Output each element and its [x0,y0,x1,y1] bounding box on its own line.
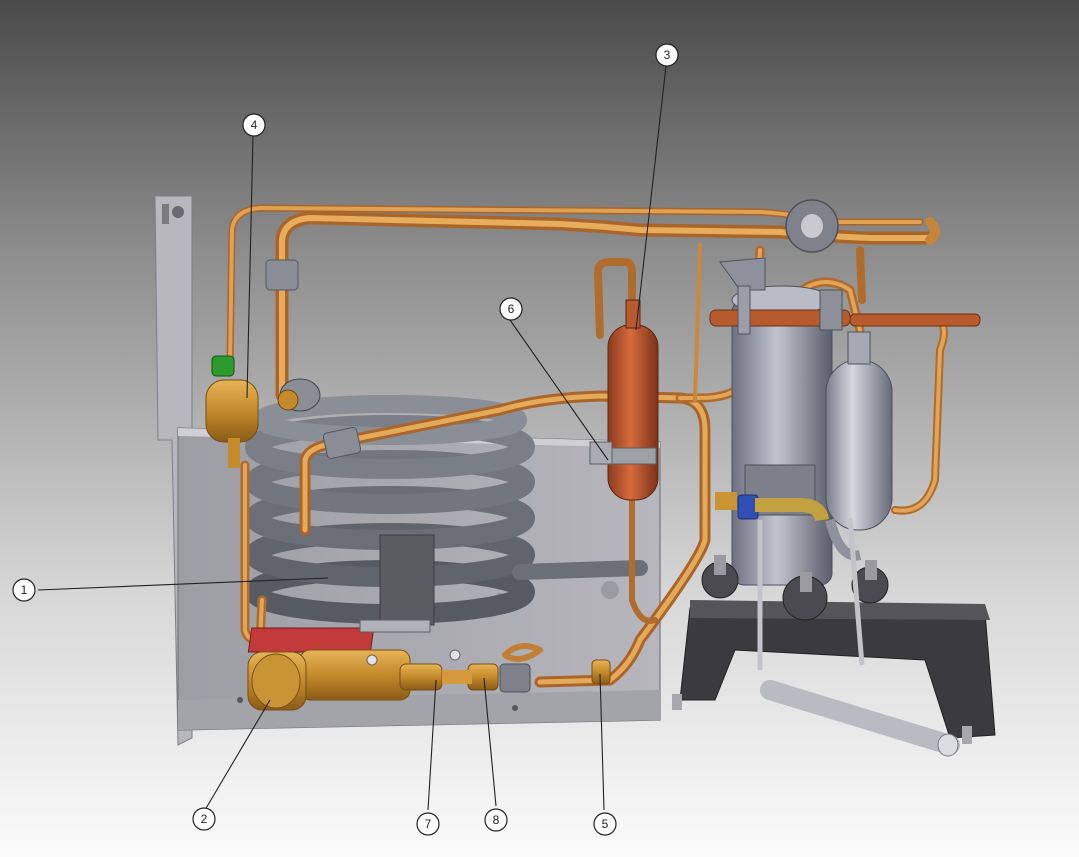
leader-6 [509,319,609,461]
pressure-fitting [277,378,321,412]
leader-7 [427,679,437,811]
callout-1-number: 1 [21,583,28,597]
filter-drier [205,355,259,468]
callout-5-number: 5 [602,817,609,831]
callout-4-number: 4 [251,118,258,132]
callout-8: 8 [484,808,508,832]
coil-heat-exchanger [245,395,648,626]
solenoid-valve-assembly [247,619,611,711]
leader-4 [246,135,254,399]
callout-2-number: 2 [201,812,208,826]
accumulator [825,331,893,561]
callout-7-number: 7 [425,817,432,831]
callouts: 1 2 3 4 5 6 7 8 [12,43,679,836]
compressor-base [672,517,996,757]
service-valve-blue [715,492,829,522]
receiver-drier [589,299,659,501]
callout-3-number: 3 [664,48,671,62]
callout-7: 7 [416,812,440,836]
callout-3: 3 [655,43,679,67]
callout-6: 6 [499,297,523,321]
pipe-insulation-sleeves [265,199,839,693]
callout-5: 5 [593,812,617,836]
leader-5 [599,673,605,811]
leader-8 [483,677,497,807]
callout-2: 2 [192,807,216,831]
callout-6-number: 6 [508,302,515,316]
callout-1: 1 [12,578,36,602]
callout-8-number: 8 [493,813,500,827]
callout-4: 4 [242,113,266,137]
leader-3 [635,65,667,331]
leader-1 [37,577,329,591]
leader-lines [37,65,667,811]
leader-2 [204,699,271,811]
